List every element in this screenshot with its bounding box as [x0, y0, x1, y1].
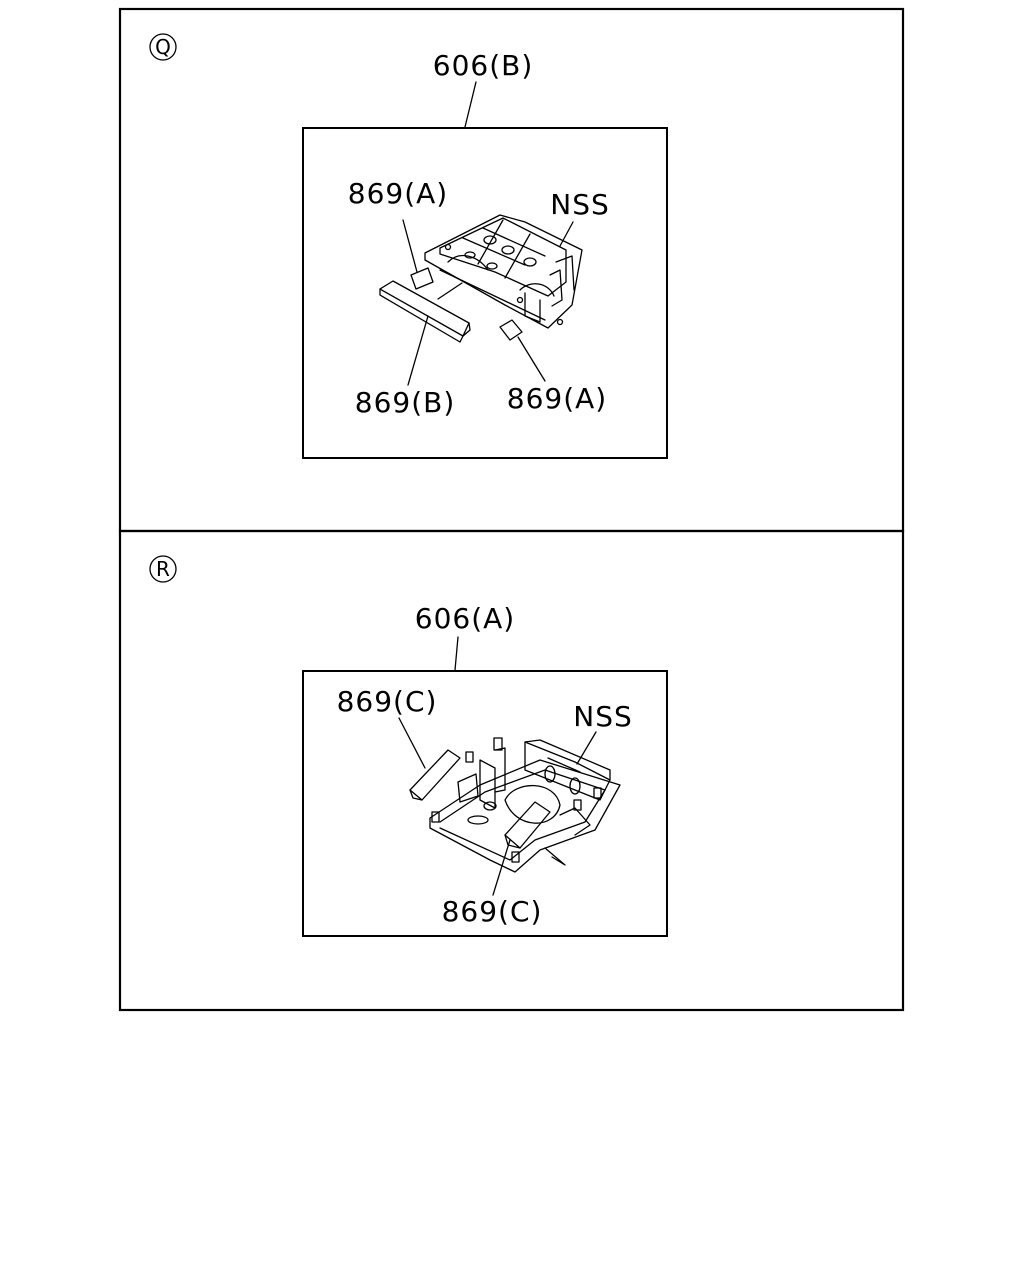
bracket-606b-drawing [379, 214, 583, 343]
panel-q-part-label: 606(B) [433, 49, 534, 82]
panel-q-leader-869b [407, 315, 429, 386]
bracket-606a-drawing [409, 737, 621, 873]
panel-r-callout-nss: NSS [573, 700, 633, 733]
panel-q: Q 606(B) 869(A) NSS 869(B) 869(A) [118, 7, 905, 533]
panel-q-leader-869a-bottom [517, 336, 546, 382]
panel-q-callout-nss: NSS [550, 188, 610, 221]
panel-q-callout-869b: 869(B) [355, 386, 456, 419]
panel-q-frame [118, 7, 905, 533]
panel-r-leader-869c-top [398, 717, 426, 769]
panel-q-callout-869a-top: 869(A) [348, 177, 448, 210]
panel-r-part-label: 606(A) [415, 602, 515, 635]
panel-q-part-leader [464, 81, 477, 128]
panel-r-callout-869c-top: 869(C) [337, 685, 438, 718]
panel-r-part-leader [454, 636, 459, 671]
panel-q-leader-869a-top [402, 219, 418, 273]
panel-r: R 606(A) 869(C) NSS 869(C) [118, 529, 905, 1012]
panel-r-detail-box [302, 670, 668, 937]
panel-r-leader-nss [576, 731, 597, 765]
panel-r-callout-869c-bottom: 869(C) [442, 895, 543, 928]
panel-q-detail-box [302, 127, 668, 459]
panel-q-leader-nss [559, 221, 574, 247]
panel-q-leader-link [437, 282, 463, 300]
panel-r-tag: R [156, 557, 170, 581]
panel-q-callout-869a-bottom: 869(A) [507, 382, 607, 415]
panel-q-tag: Q [155, 35, 171, 59]
panel-r-leader-869c-bottom [492, 839, 511, 896]
panel-q-tag-circle [149, 33, 177, 61]
panel-r-frame [118, 529, 905, 1012]
panel-r-tag-circle [149, 555, 177, 583]
